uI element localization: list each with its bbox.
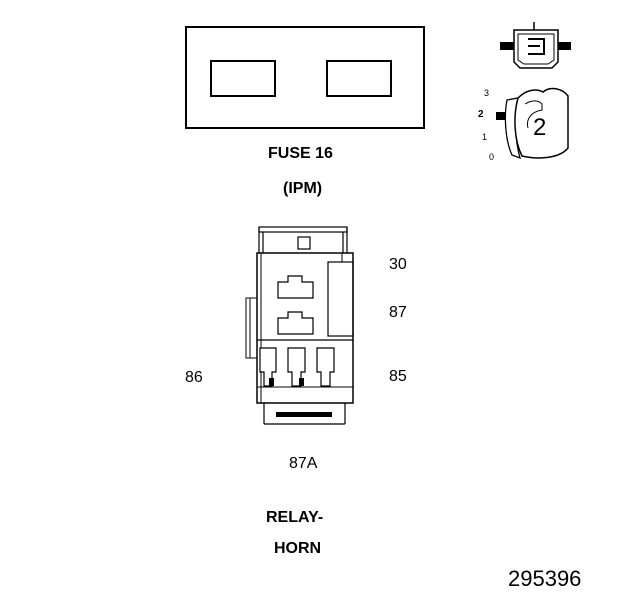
relay-pin-85: 85 <box>389 368 407 385</box>
ignition-switch-icon <box>496 87 569 160</box>
relay-pin-30: 30 <box>389 256 407 273</box>
relay-pin-87: 87 <box>389 304 407 321</box>
fuse-location: (IPM) <box>283 180 323 197</box>
switch-position-0: 0 <box>489 152 495 162</box>
switch-selected-position: 2 <box>533 114 547 141</box>
relay-title-line1: RELAY- <box>266 509 324 526</box>
relay-title-line2: HORN <box>274 540 322 557</box>
switch-position-3: 3 <box>484 88 490 98</box>
switch-position-1: 1 <box>482 132 488 142</box>
fuse-symbol <box>185 26 425 129</box>
fuse-title: FUSE 16 <box>268 145 333 162</box>
relay-symbol <box>245 226 354 425</box>
figure-number: 295396 <box>508 566 582 591</box>
ignition-key-icon <box>500 22 571 69</box>
relay-pin-86: 86 <box>185 369 203 386</box>
switch-position-2: 2 <box>478 109 484 120</box>
relay-pin-87a: 87A <box>289 455 318 472</box>
